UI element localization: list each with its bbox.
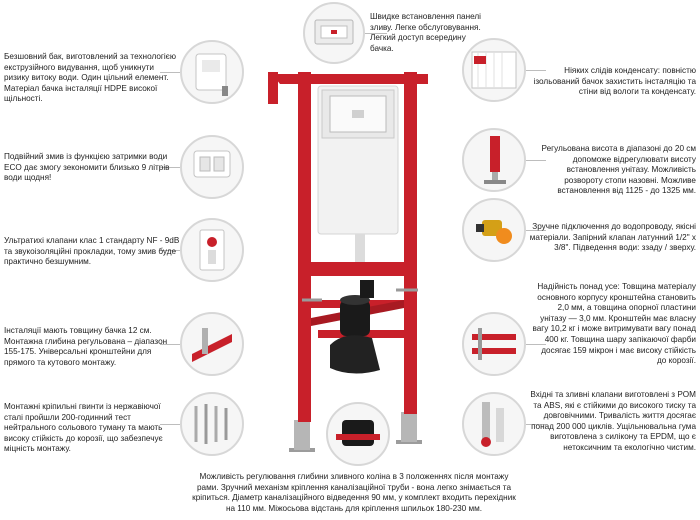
water-valve-icon [462,198,526,262]
leader-left1 [160,72,180,73]
leader-right2 [526,160,546,161]
callout-right1: Ніяких слідів конденсату: повністю ізоль… [533,66,696,97]
drain-pipe-icon [326,402,390,466]
top-frame-bar [272,74,428,84]
flush-panel-icon [303,2,365,64]
bracket-icon [180,312,244,376]
frame-feet [289,412,422,452]
tank-icon [180,40,244,104]
callout-left3: Ультратихі клапани клас 1 стандарту NF -… [4,236,180,267]
height-leg-icon [462,128,526,192]
fill-valves-icon [462,392,526,456]
leader-left5 [160,424,180,425]
leader-left3 [160,250,180,251]
leader-top [365,33,387,34]
cistern-tank [317,85,399,272]
right-frame-post [404,72,417,414]
screws-icon [180,392,244,456]
leader-right5 [526,424,546,425]
leader-right3 [526,230,546,231]
frame-detail-icon [462,312,526,376]
dual-flush-icon [180,135,244,199]
callout-bottom: Можливість регулювання глибини зливного … [192,472,516,513]
callout-left5: Монтажні кріпильні гвинти із нержавіючої… [4,402,163,454]
callout-right2: Регульована висота в діапазоні до 20 см … [541,144,697,196]
callout-left4: Інсталяції мають товщину бачка 12 см. Мо… [4,326,168,367]
leader-left4 [160,344,180,345]
drain-pipe [330,280,380,374]
callout-left1: Безшовний бак, виготовлений за технологі… [4,52,176,104]
callout-right3: Зручне підключення до водопроводу, якісн… [529,222,696,253]
callout-top: Швидке встановлення панелі зливу. Легке … [370,12,481,53]
leader-left2 [160,167,180,168]
callout-left2: Подвійний змив із функцією затримки води… [4,152,170,183]
leader-right4 [526,344,546,345]
left-frame-post [298,72,311,422]
insulation-icon [462,38,526,102]
leader-right1 [526,70,546,71]
valve-icon [180,218,244,282]
callout-right4: Надійність понад усе: Товщина матеріалу … [532,282,696,366]
callout-right5: Вхідні та зливні клапани виготовлені з P… [530,390,696,452]
